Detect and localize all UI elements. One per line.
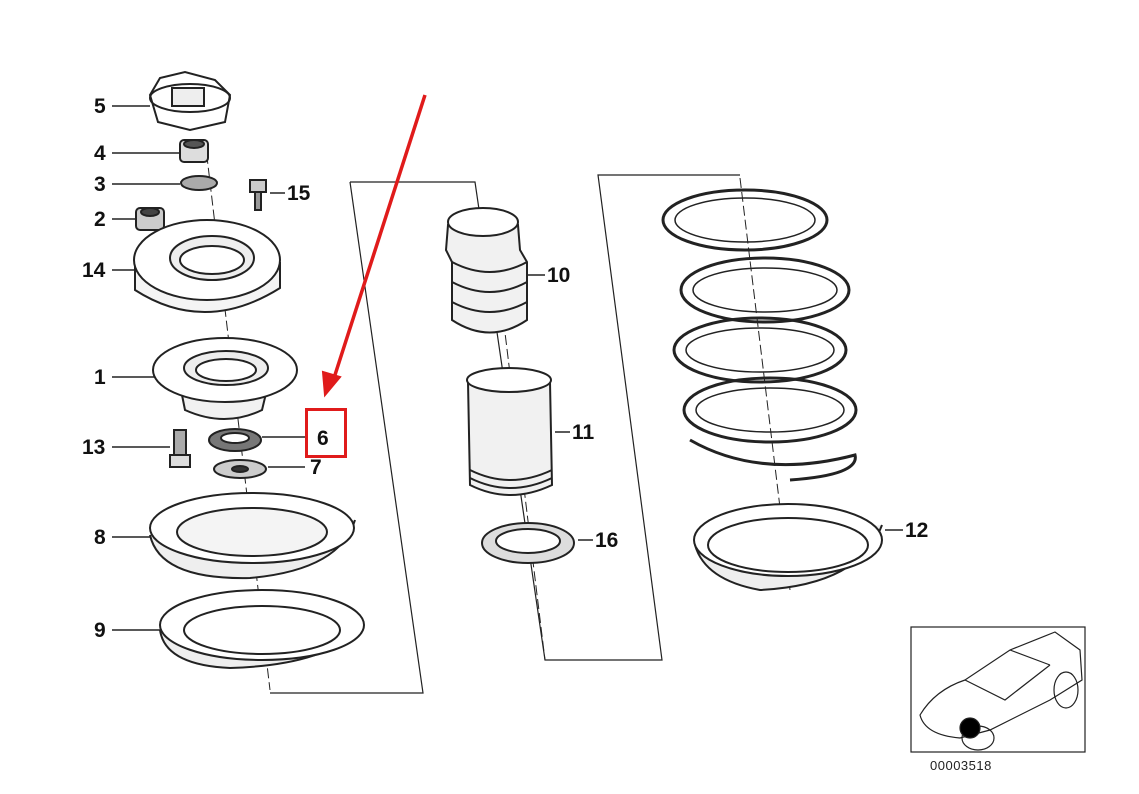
part-10-bumpstop [444, 207, 528, 334]
red-arrow-icon [321, 94, 427, 398]
inset-caption: 00003518 [930, 758, 992, 773]
label-9: 9 [94, 619, 106, 642]
label-7: 7 [310, 456, 322, 479]
part-4-nut [179, 139, 209, 163]
label-8: 8 [94, 526, 106, 549]
highlight-box-part-6 [305, 408, 347, 458]
group-brackets [270, 174, 740, 694]
part-12-spring [661, 188, 858, 482]
label-16: 16 [595, 529, 619, 552]
part-8-pad [149, 492, 356, 580]
part-6-bearing [208, 428, 262, 452]
vehicle-location-inset [910, 626, 1086, 753]
label-14: 14 [82, 259, 106, 282]
label-12: 12 [905, 519, 929, 542]
part-15-bolt [249, 179, 267, 211]
part-11-boot [466, 367, 554, 496]
part-13-bolt [169, 429, 191, 468]
label-13: 13 [82, 436, 106, 459]
label-2: 2 [94, 208, 106, 231]
part-7-washer [213, 459, 267, 479]
part-12-seat [693, 503, 883, 592]
label-6: 6 [317, 427, 329, 450]
part-16-ring [481, 522, 575, 564]
location-marker-icon [959, 717, 981, 739]
label-1: 1 [94, 366, 106, 389]
label-11: 11 [572, 421, 595, 444]
part-5-cap [148, 70, 232, 132]
part-1-support [152, 337, 298, 420]
label-15: 15 [287, 182, 311, 205]
leader-lines [112, 105, 903, 631]
part-3-washer [180, 175, 218, 191]
label-5: 5 [94, 95, 106, 118]
label-4: 4 [94, 142, 106, 165]
part-9-pad [159, 589, 365, 670]
label-3: 3 [94, 173, 106, 196]
part-14-mount [133, 219, 281, 313]
label-10: 10 [547, 264, 571, 287]
part-2-nut [135, 207, 165, 231]
